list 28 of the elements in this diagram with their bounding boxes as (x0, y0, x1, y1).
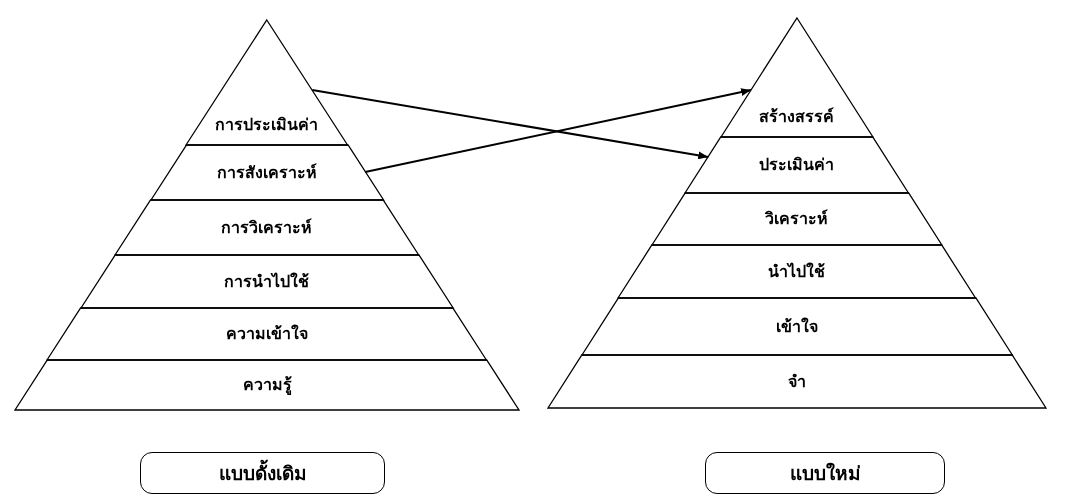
level-label: ประเมินค่า (759, 154, 835, 176)
label-box: แบบดั้งเดิม (140, 452, 385, 494)
pyramid-level (721, 18, 873, 137)
level-label: จำ (788, 370, 806, 393)
level-label: การนำไปใช้ (224, 270, 310, 293)
pyramid-level (115, 200, 419, 255)
level-label: การสังเคราะห์ (217, 161, 317, 184)
arrow (364, 88, 753, 173)
pyramid-level (80, 255, 454, 308)
level-label: เข้าใจ (776, 315, 818, 338)
pyramid-level (618, 245, 976, 298)
pyramid-level (548, 355, 1046, 408)
level-label: ความเข้าใจ (226, 323, 308, 345)
label-box: แบบใหม่ (705, 452, 945, 494)
level-label: สร้างสรรค์ (759, 106, 835, 128)
pyramid-level (186, 20, 348, 145)
pyramid-level (47, 308, 487, 360)
pyramid-level (150, 145, 384, 200)
level-label: นำไปใช้ (768, 260, 826, 283)
level-label: วิเคราะห์ (765, 208, 829, 230)
pyramid-level (652, 193, 942, 245)
pyramid-level (685, 137, 909, 193)
level-label: การประเมินค่า (215, 114, 319, 136)
pyramid-level (15, 360, 519, 410)
level-label: การวิเคราะห์ (221, 216, 313, 239)
arrow (311, 89, 710, 160)
level-label: ความรู้ (242, 374, 292, 397)
pyramid-level (581, 298, 1013, 355)
